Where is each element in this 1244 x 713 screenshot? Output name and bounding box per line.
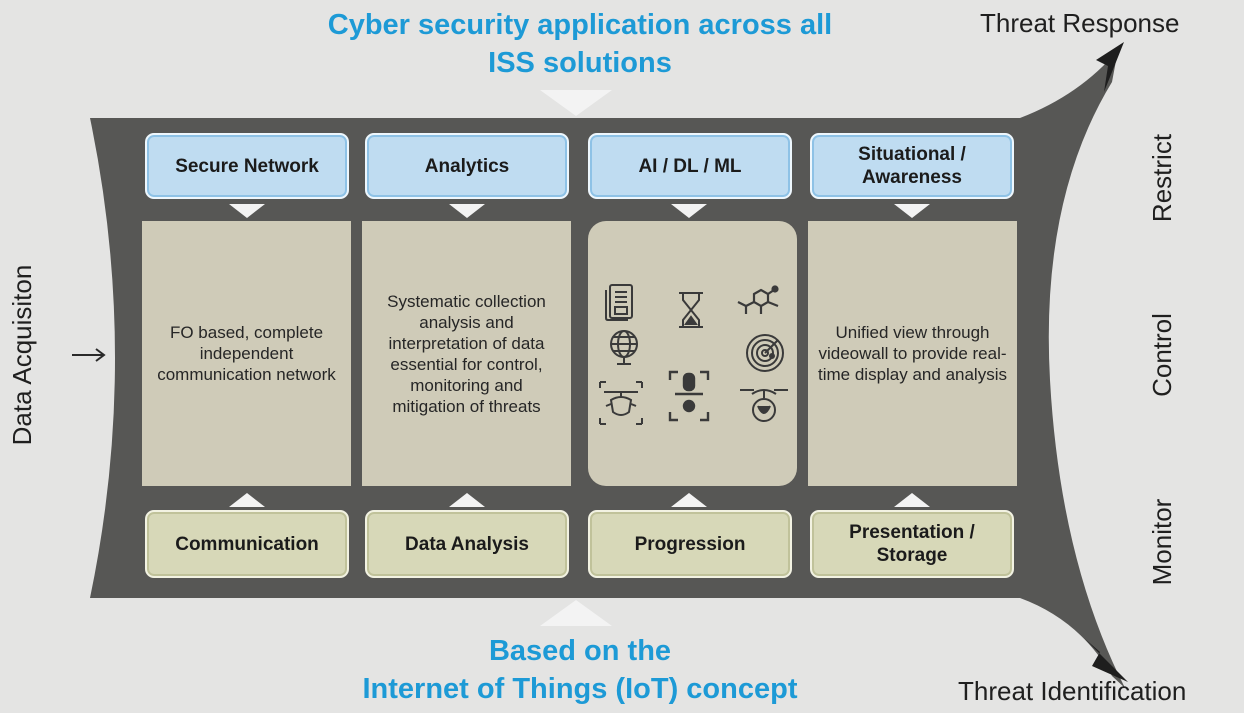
top-pointer [540, 90, 612, 116]
header-title-line1: Cyber security application across all [327, 9, 833, 41]
bottom-box-presentation-storage: Presentation / Storage [810, 510, 1014, 578]
document-icon [602, 282, 638, 322]
threat-response-label: Threat Response [980, 8, 1180, 38]
panel-data-analysis: Systematic collection analysis and inter… [362, 221, 571, 486]
face-scan-icon [666, 368, 712, 424]
top-box-situational-awareness: Situational / Awareness [810, 133, 1014, 199]
bottom-box-pointer [449, 493, 485, 507]
bottom-box-pointer [671, 493, 707, 507]
drone-icon [736, 384, 792, 424]
footer-title-line1: Based on the [488, 635, 672, 667]
globe-icon [606, 328, 642, 368]
panel-presentation: Unified view through videowall to provid… [808, 221, 1017, 486]
top-box-pointer [449, 204, 485, 218]
top-box-secure-network: Secure Network [145, 133, 349, 199]
data-acquisition-arrow [72, 348, 106, 362]
top-box-ai-dl-ml: AI / DL / ML [588, 133, 792, 199]
threat-identification-arrowhead [1084, 638, 1128, 682]
footer-title-line2: Internet of Things (IoT) concept [362, 673, 798, 705]
header-title-line2: ISS solutions [488, 47, 672, 79]
top-box-pointer [894, 204, 930, 218]
top-box-analytics: Analytics [365, 133, 569, 199]
data-acquisition-label: Data Acquisiton [7, 264, 37, 446]
bottom-box-pointer [894, 493, 930, 507]
top-box-pointer [671, 204, 707, 218]
threat-identification-label: Threat Identification [958, 676, 1187, 706]
restrict-label: Restrict [1147, 133, 1177, 223]
panel-communication: FO based, complete independent communica… [142, 221, 351, 486]
footer-title: Based on the Internet of Things (IoT) co… [300, 632, 860, 708]
bottom-box-data-analysis: Data Analysis [365, 510, 569, 578]
bottom-box-pointer [229, 493, 265, 507]
bottom-pointer [540, 600, 612, 626]
control-label: Control [1147, 313, 1177, 397]
threat-response-arrowhead [1096, 42, 1124, 92]
radar-icon [744, 332, 786, 374]
top-box-pointer [229, 204, 265, 218]
hourglass-icon [676, 290, 706, 330]
bottom-box-progression: Progression [588, 510, 792, 578]
drone-scan-icon [596, 378, 646, 428]
monitor-label: Monitor [1147, 498, 1177, 586]
bottom-box-communication: Communication [145, 510, 349, 578]
header-title: Cyber security application across all IS… [300, 6, 860, 82]
molecule-icon [732, 280, 784, 326]
